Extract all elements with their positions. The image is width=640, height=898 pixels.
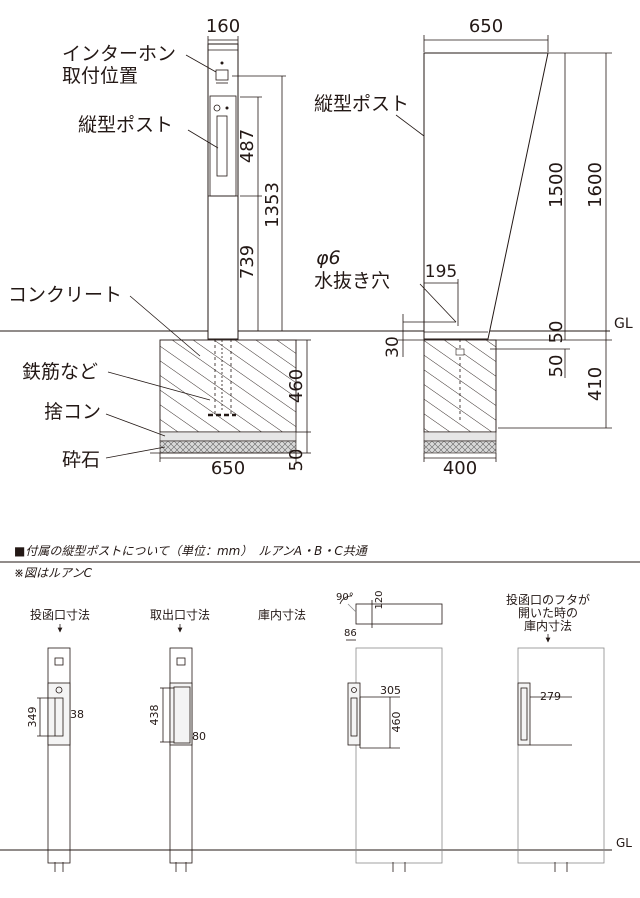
note-text: ※図はルアンC <box>14 566 93 580</box>
post-label-right: 縦型ポスト <box>314 93 409 115</box>
dim-80: 80 <box>192 730 206 743</box>
caption-open-line3: 庫内寸法 <box>524 619 572 633</box>
caption-insert: 投函口寸法 <box>30 607 90 622</box>
interior-top-view <box>355 603 443 625</box>
mailbox-slot-left <box>216 115 228 177</box>
rebar-label: 鉄筋など <box>22 361 98 383</box>
post-label-left: 縦型ポスト <box>78 114 173 136</box>
drain-label-line2: 水抜き穴 <box>314 270 390 292</box>
gl-label: GL <box>614 316 633 332</box>
caption-open-line1: 投函口のフタが <box>506 592 590 607</box>
dim-1353: 1353 <box>262 182 283 228</box>
intercom-plate-icon <box>215 69 229 81</box>
dim-650-top: 650 <box>469 16 503 37</box>
drain-label-line1: φ6 <box>316 247 341 269</box>
concrete-foundation-left <box>159 339 297 433</box>
sutekon-label: 捨コン <box>44 401 101 423</box>
dim-1500: 1500 <box>546 162 567 208</box>
dim-438: 438 <box>148 705 161 726</box>
dim-410: 410 <box>585 367 606 401</box>
post-insert-slot-view <box>47 647 71 864</box>
dim-279: 279 <box>540 690 561 703</box>
dim-195: 195 <box>425 262 457 282</box>
section-title: ■付属の縦型ポストについて（単位：mm） ルアンA・B・C共通 <box>14 544 369 558</box>
interior-open-view <box>517 647 605 864</box>
caption-interior: 庫内寸法 <box>258 608 306 622</box>
lock-icon <box>213 104 221 112</box>
gravel-layer-right <box>423 440 497 454</box>
dim-120: 120 <box>374 590 385 609</box>
dim-38: 38 <box>70 708 84 721</box>
dim-1600: 1600 <box>585 162 606 208</box>
caption-takeout: 取出口寸法 <box>150 608 210 622</box>
post-takeout-view <box>169 647 193 864</box>
dim-305: 305 <box>380 684 401 697</box>
dim-739: 739 <box>237 245 258 279</box>
dim-86: 86 <box>344 628 357 639</box>
dim-460-left: 460 <box>286 369 307 403</box>
caption-open-line2: 開いた時の <box>518 606 578 620</box>
gravel-layer-left <box>159 440 297 454</box>
dim-50-left: 50 <box>286 449 307 472</box>
gl-label-bottom: GL <box>616 836 632 850</box>
interior-front-view <box>355 647 443 864</box>
dim-160: 160 <box>206 16 240 37</box>
dim-349: 349 <box>26 707 39 728</box>
post-pillar-right <box>423 52 549 340</box>
dim-487: 487 <box>237 129 258 163</box>
dim-460-interior: 460 <box>390 712 403 733</box>
dim-50-lower: 50 <box>546 355 567 378</box>
dim-50-upper: 50 <box>546 321 567 344</box>
concrete-label: コンクリート <box>8 284 122 306</box>
intercom-label-line1: インターホン <box>62 43 176 65</box>
dim-400: 400 <box>443 458 477 479</box>
sutekon-layer-left <box>159 431 297 442</box>
dim-30: 30 <box>383 336 403 358</box>
concrete-foundation-right <box>423 339 497 433</box>
gravel-label: 砕石 <box>62 449 100 471</box>
dim-angle: 90° <box>336 592 354 603</box>
intercom-label-line2: 取付位置 <box>62 65 138 87</box>
dim-650-bottom: 650 <box>211 458 245 479</box>
